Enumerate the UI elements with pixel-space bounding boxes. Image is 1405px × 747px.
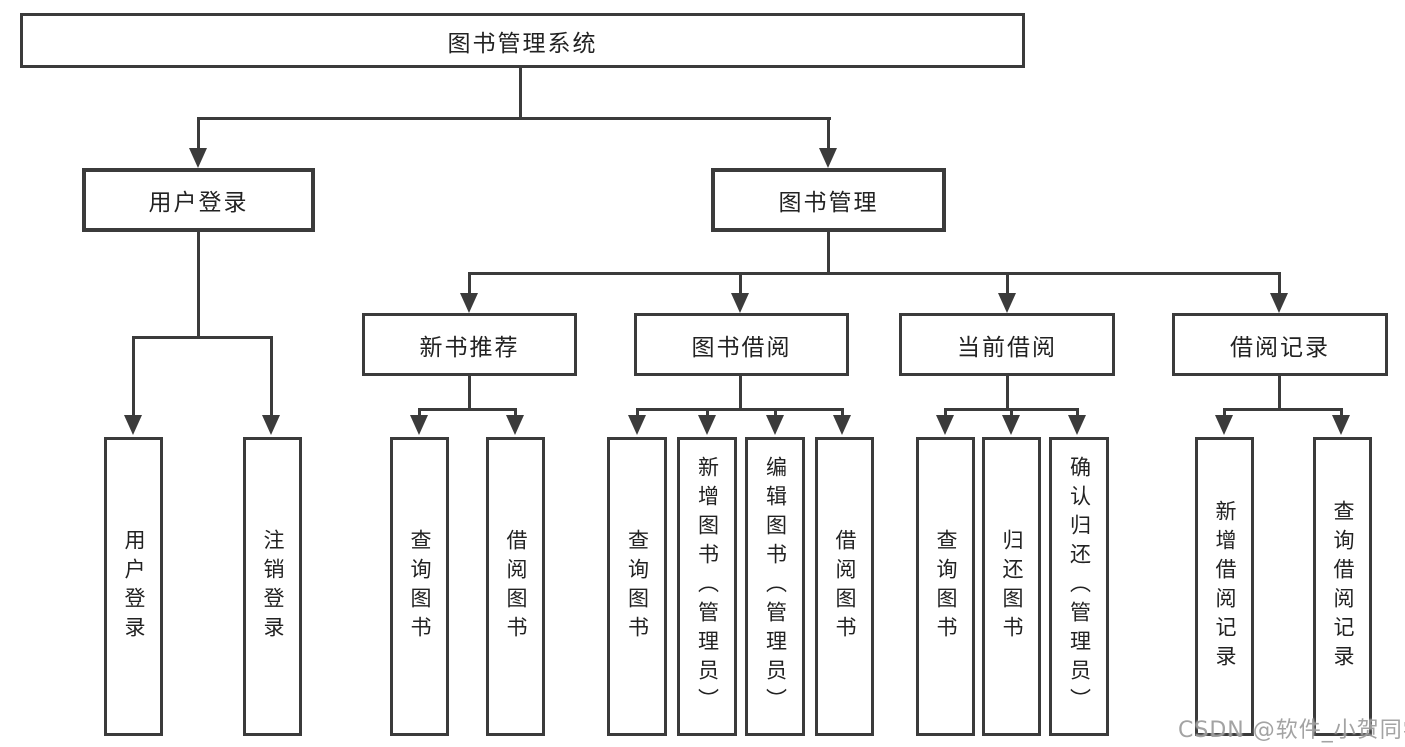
node-label: 图书管理系统 — [447, 30, 598, 57]
connector-new-book-rail — [418, 408, 517, 411]
leaf-label: 借阅图书 — [504, 528, 528, 645]
node-library-management-system: 图书管理系统 — [20, 13, 1025, 68]
arrow-down-icon — [124, 415, 142, 435]
connector-current-borrowing-stem — [1006, 376, 1009, 408]
arrow-down-icon — [410, 415, 428, 435]
arrow-down-icon — [833, 415, 851, 435]
leaf-label: 注销登录 — [261, 528, 285, 645]
leaf-label: 查询图书 — [625, 528, 650, 645]
connector-new-book-stem — [468, 376, 471, 408]
node-label: 图书借阅 — [691, 334, 792, 361]
leaf-label: 查询借阅记录 — [1331, 499, 1355, 674]
leaf-label: 编辑图书（管理员） — [763, 456, 788, 717]
leaf-borrow-books-1: 借阅图书 — [486, 437, 545, 736]
connector-drop-leaf — [944, 408, 947, 418]
arrow-down-icon — [766, 415, 784, 435]
node-book-borrowing: 图书借阅 — [634, 313, 849, 376]
leaf-logout: 注销登录 — [243, 437, 302, 736]
arrow-down-icon — [1068, 415, 1086, 435]
connector-drop-current-borrowing — [1006, 272, 1009, 296]
connector-drop-leaf — [132, 336, 135, 418]
connector-drop-leaf — [774, 408, 777, 418]
node-label: 用户登录 — [148, 190, 249, 216]
leaf-return-books: 归还图书 — [982, 437, 1041, 736]
node-label: 当前借阅 — [957, 334, 1057, 361]
arrow-down-icon — [460, 293, 478, 313]
connector-book-management-stem — [827, 232, 830, 272]
connector-drop-leaf — [418, 408, 421, 418]
connector-drop-leaf — [636, 408, 639, 418]
connector-drop-leaf — [270, 336, 273, 418]
connector-drop-leaf — [1010, 408, 1013, 418]
connector-borrowing-records-rail — [1223, 408, 1343, 411]
connector-drop-leaf — [514, 408, 517, 418]
node-label: 图书管理 — [778, 190, 879, 216]
arrow-down-icon — [731, 293, 749, 313]
arrow-down-icon — [819, 148, 837, 168]
arrow-down-icon — [628, 415, 646, 435]
node-current-borrowing: 当前借阅 — [899, 313, 1115, 376]
arrow-down-icon — [998, 293, 1016, 313]
arrow-down-icon — [1215, 415, 1233, 435]
connector-drop-book-borrowing — [739, 272, 742, 296]
connector-drop-new-book — [468, 272, 471, 296]
csdn-watermark: CSDN @软件_小贺同学 — [1178, 718, 1405, 743]
node-new-book-recommendation: 新书推荐 — [362, 313, 577, 376]
leaf-add-book-admin: 新增图书（管理员） — [677, 437, 737, 736]
arrow-down-icon — [1270, 293, 1288, 313]
arrow-down-icon — [262, 415, 280, 435]
connector-user-login-stem — [197, 232, 200, 336]
leaf-query-books-3: 查询图书 — [916, 437, 975, 736]
node-label: 新书推荐 — [419, 334, 520, 361]
connector-borrowing-records-stem — [1278, 376, 1281, 408]
arrow-down-icon — [698, 415, 716, 435]
leaf-query-books-1: 查询图书 — [390, 437, 449, 736]
connector-drop-user-login — [197, 117, 200, 150]
leaf-label: 归还图书 — [1000, 528, 1024, 645]
connector-user-login-rail — [132, 336, 273, 339]
arrow-down-icon — [936, 415, 954, 435]
connector-drop-leaf — [841, 408, 844, 418]
node-label: 借阅记录 — [1230, 334, 1330, 361]
connector-drop-leaf — [1223, 408, 1226, 418]
connector-book-borrowing-rail — [636, 408, 844, 411]
leaf-add-borrow-record: 新增借阅记录 — [1195, 437, 1254, 736]
leaf-label: 新增借阅记录 — [1213, 499, 1237, 674]
connector-drop-leaf — [706, 408, 709, 418]
arrow-down-icon — [1002, 415, 1020, 435]
leaf-label: 新增图书（管理员） — [695, 456, 720, 717]
leaf-label: 查询图书 — [408, 528, 432, 645]
connector-root-stem — [519, 68, 522, 117]
leaf-edit-book-admin: 编辑图书（管理员） — [745, 437, 805, 736]
leaf-label: 查询图书 — [934, 528, 958, 645]
leaf-query-borrow-record: 查询借阅记录 — [1313, 437, 1372, 736]
node-user-login: 用户登录 — [82, 168, 315, 232]
node-borrowing-records: 借阅记录 — [1172, 313, 1388, 376]
leaf-query-books-2: 查询图书 — [607, 437, 667, 736]
leaf-confirm-return-admin: 确认归还（管理员） — [1049, 437, 1109, 736]
connector-drop-borrowing-records — [1278, 272, 1281, 296]
leaf-label: 用户登录 — [122, 528, 146, 645]
arrow-down-icon — [189, 148, 207, 168]
arrow-down-icon — [1332, 415, 1350, 435]
connector-drop-leaf — [1076, 408, 1079, 418]
connector-root-rail — [197, 117, 831, 120]
leaf-borrow-books-2: 借阅图书 — [815, 437, 874, 736]
leaf-user-login: 用户登录 — [104, 437, 163, 736]
arrow-down-icon — [506, 415, 524, 435]
connector-book-management-rail — [468, 272, 1281, 275]
connector-drop-leaf — [1340, 408, 1343, 418]
connector-drop-book-management — [827, 117, 830, 150]
leaf-label: 确认归还（管理员） — [1067, 456, 1092, 717]
leaf-label: 借阅图书 — [833, 528, 857, 645]
connector-book-borrowing-stem — [739, 376, 742, 408]
node-book-management: 图书管理 — [711, 168, 946, 232]
